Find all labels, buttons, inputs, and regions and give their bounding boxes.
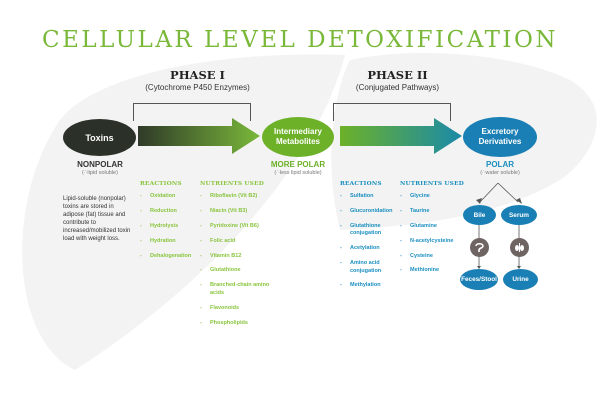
- nutrient-item: Riboflavin (Vit B2): [200, 193, 280, 201]
- reaction-item: Dehalogenation: [140, 253, 200, 261]
- feces-label: Feces/Stool: [461, 276, 497, 283]
- toxins-label: Toxins: [85, 132, 114, 143]
- phase1-nutrients-list: Riboflavin (Vit B2) Niacin (Vit B3) Pyrido…: [200, 193, 280, 327]
- toxins-polarity-block: NONPOLAR (∴lipid soluble): [55, 160, 145, 176]
- phase2-arrow: [340, 118, 462, 154]
- phase1-heading: PHASE I: [170, 68, 225, 82]
- nutrient-item: Glutathione: [200, 267, 280, 275]
- excretory-polarity-block: POLAR (∴water soluble): [452, 160, 548, 176]
- phase2-heading-block: PHASE II (Conjugated Pathways): [330, 68, 465, 92]
- feces-node: Feces/Stool: [460, 269, 498, 290]
- reaction-item: Sulfation: [340, 193, 400, 201]
- nutrient-item: Niacin (Vit B3): [200, 208, 280, 216]
- nutrient-item: Glutamine: [400, 223, 470, 231]
- intermediary-label-line1: Intermediary: [273, 127, 323, 136]
- nutrient-item: Flavonoids: [200, 305, 280, 313]
- kidneys-icon: [509, 238, 529, 257]
- nutrient-item: Glycine: [400, 193, 470, 201]
- toxin-note: Lipid-soluble (nonpolar) toxins are stor…: [63, 196, 131, 242]
- phase2-bracket: [333, 103, 451, 121]
- bile-label: Bile: [473, 211, 486, 219]
- phase1-nutrients-header: NUTRIENTS USED: [200, 181, 264, 187]
- excretory-derivatives-node: Excretory Derivatives: [463, 117, 537, 157]
- phase1-arrow: [138, 118, 260, 154]
- urine-node: Urine: [503, 269, 538, 290]
- intermediary-metabolites-node: Intermediary Metabolites: [262, 117, 334, 157]
- reaction-item: Oxidation: [140, 193, 200, 201]
- excretory-label-line2: Derivatives: [478, 137, 522, 146]
- reaction-item: Glutathione conjugation: [340, 223, 400, 238]
- nutrient-item: Pyridoxine (Vit B6): [200, 223, 280, 231]
- phase2-nutrients-list: GlycineTaurineGlutamineN-acetylcysteineC…: [400, 193, 470, 275]
- phase1-reactions: REACTIONS OxidationReductionHydrolysisHy…: [140, 181, 200, 267]
- serum-node: Serum: [501, 205, 537, 225]
- toxins-node: Toxins: [63, 119, 136, 156]
- phase2-nutrients: NUTRIENTS USED GlycineTaurineGlutamineN-…: [400, 181, 470, 282]
- connector-line: [497, 182, 519, 203]
- intermediary-polarity: MORE POLAR: [270, 160, 326, 169]
- urine-label: Urine: [512, 276, 529, 283]
- phase1-bracket: [133, 103, 251, 121]
- phase1-heading-block: PHASE I (Cytochrome P450 Enzymes): [130, 68, 265, 92]
- phase2-reactions-header: REACTIONS: [340, 181, 382, 187]
- nutrient-item: Cysteine: [400, 253, 470, 261]
- nutrient-item: Folic acid: [200, 238, 280, 246]
- phase1-reactions-list: OxidationReductionHydrolysisHydrationDeh…: [140, 193, 200, 260]
- intermediary-label-line2: Metabolites: [275, 137, 320, 146]
- phase2-heading: PHASE II: [367, 68, 428, 82]
- intermediary-polarity-block: MORE POLAR (∴less lipid soluble): [250, 160, 346, 176]
- reaction-item: Amino acid conjugation: [340, 260, 400, 275]
- intermediary-solubility: (∴less lipid soluble): [274, 170, 322, 176]
- reaction-item: Acetylation: [340, 245, 400, 253]
- phase2-subheading: (Conjugated Pathways): [355, 83, 440, 92]
- reaction-item: Hydration: [140, 238, 200, 246]
- phase1-subheading: (Cytochrome P450 Enzymes): [145, 83, 250, 92]
- arrowhead: [517, 266, 521, 269]
- phase2-reactions-list: SulfationGlucuronidationGlutathione conj…: [340, 193, 400, 290]
- excretory-polarity: POLAR: [486, 160, 514, 169]
- nutrient-item: Phospholipids: [200, 320, 280, 328]
- reaction-item: Glucuronidation: [340, 208, 400, 216]
- excretory-label-line1: Excretory: [481, 127, 519, 136]
- reaction-item: Hydrolysis: [140, 223, 200, 231]
- nutrient-item: Methionine: [400, 267, 470, 275]
- nutrient-item: Taurine: [400, 208, 470, 216]
- phase1-nutrients: NUTRIENTS USED Riboflavin (Vit B2) Niacin…: [200, 181, 280, 335]
- toxins-polarity: NONPOLAR: [77, 160, 123, 169]
- liver-intestine-icon: [469, 238, 489, 257]
- bile-node: Bile: [463, 205, 496, 225]
- excretory-solubility: (∴water soluble): [480, 170, 520, 176]
- phase1-reactions-header: REACTIONS: [140, 181, 182, 187]
- phase2-nutrients-header: NUTRIENTS USED: [400, 181, 464, 187]
- nutrient-item: N-acetylcysteine: [400, 238, 470, 246]
- page-title: CELLULAR LEVEL DETOXIFICATION: [41, 27, 558, 53]
- connector-line: [479, 182, 499, 203]
- toxins-solubility: (∴lipid soluble): [82, 170, 118, 176]
- phase2-reactions: REACTIONS SulfationGlucuronidationGlutat…: [340, 181, 400, 297]
- arrowhead: [516, 198, 522, 204]
- reaction-item: Methylation: [340, 282, 400, 290]
- nutrient-item: Branched-chain amino acids: [200, 282, 280, 297]
- arrowhead: [476, 198, 482, 204]
- serum-label: Serum: [509, 211, 529, 219]
- arrowhead: [477, 266, 481, 269]
- nutrient-item: Vitamin B12: [200, 253, 280, 261]
- reaction-item: Reduction: [140, 208, 200, 216]
